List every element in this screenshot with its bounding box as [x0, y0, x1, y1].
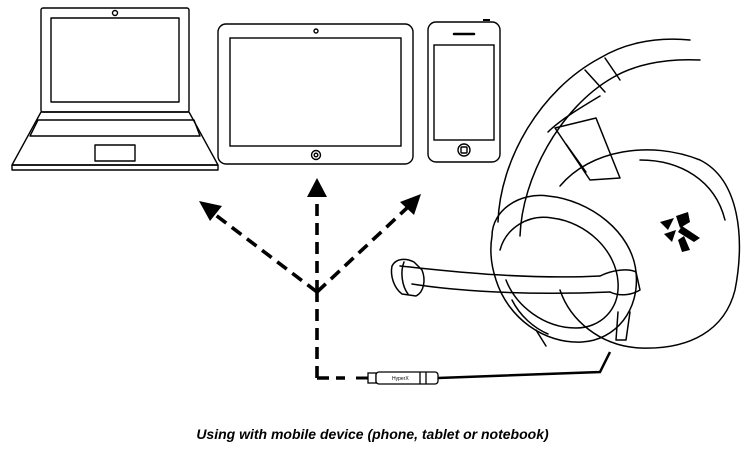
caption: Using with mobile device (phone, tablet …	[196, 426, 549, 442]
audio-jack-icon: HyperX	[356, 351, 612, 385]
arrow-upleft-icon	[199, 201, 222, 221]
arrow-heads	[199, 178, 421, 221]
arrow-up-icon	[307, 178, 327, 197]
headset-icon	[390, 38, 741, 349]
dashed-arrows	[211, 196, 410, 380]
hyperx-logo-icon	[660, 212, 700, 252]
tablet-icon	[217, 23, 414, 165]
phone-icon	[427, 19, 501, 163]
svg-text:HyperX: HyperX	[392, 376, 409, 382]
arrow-upright-icon	[400, 194, 421, 215]
laptop-icon	[11, 7, 219, 171]
